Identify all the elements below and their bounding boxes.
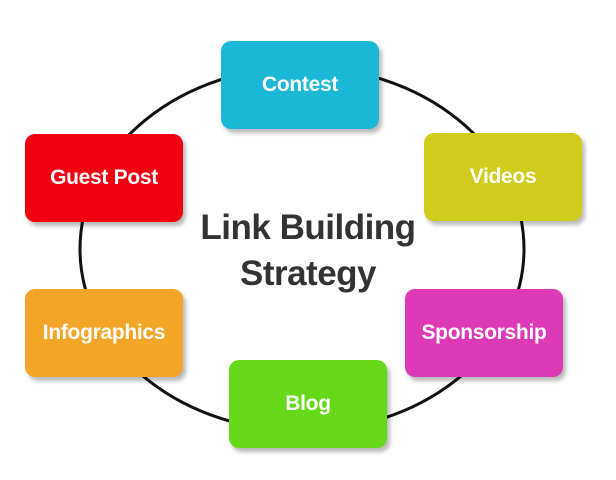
node-infographics: Infographics [25, 289, 183, 377]
node-videos: Videos [424, 133, 582, 221]
center-title: Link Building Strategy [158, 205, 458, 297]
node-sponsorship-label: Sponsorship [421, 321, 547, 344]
center-title-line-2: Strategy [239, 254, 377, 293]
node-sponsorship: Sponsorship [405, 289, 563, 377]
node-infographics-label: Infographics [42, 321, 166, 344]
center-title-line-1: Link Building [200, 208, 416, 247]
node-blog-label: Blog [285, 392, 331, 415]
node-contest: Contest [221, 41, 379, 129]
node-guest-post-label: Guest Post [50, 166, 158, 189]
node-contest-label: Contest [261, 73, 339, 96]
node-blog: Blog [229, 360, 387, 448]
node-videos-label: Videos [469, 165, 537, 188]
node-guest-post: Guest Post [25, 134, 183, 222]
